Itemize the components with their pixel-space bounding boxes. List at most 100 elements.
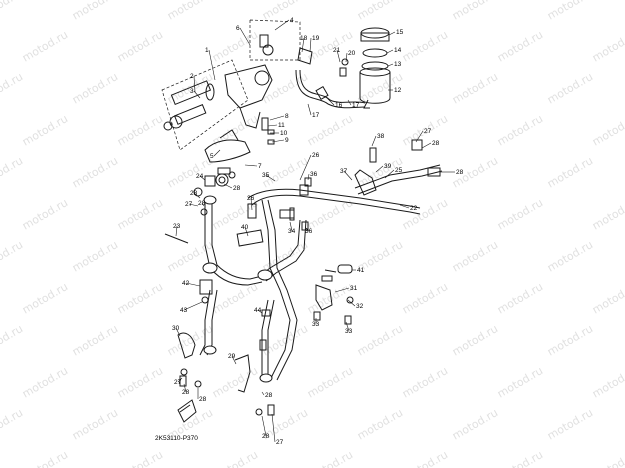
lever-nut <box>228 171 236 179</box>
leader-line <box>175 225 178 237</box>
leader-line <box>261 391 265 396</box>
bolt-43 <box>201 296 209 304</box>
leader-line <box>384 169 395 179</box>
brake-pipe-lower-a <box>261 299 269 380</box>
callout-label: 6 <box>236 25 240 32</box>
reservoir-washer <box>341 58 349 66</box>
watermark-text: motod.ru <box>400 364 450 400</box>
leader-line <box>223 183 233 189</box>
watermark-text: motod.ru <box>590 448 625 468</box>
watermark-text: motod.ru <box>115 112 165 148</box>
washer-28-left <box>194 380 202 388</box>
mount-bolt <box>261 117 269 131</box>
brake-pipe-mid-b <box>267 199 298 381</box>
leader-line <box>271 139 285 143</box>
bolt-33b <box>313 311 321 321</box>
leader-line <box>343 170 353 181</box>
leader-line <box>345 52 348 63</box>
leader-line <box>193 90 201 99</box>
lever-bolt <box>217 167 231 175</box>
three-way-joint <box>354 169 377 196</box>
leader-line <box>334 287 350 293</box>
washer-27-left <box>180 368 188 376</box>
watermark-text: motod.ru <box>495 364 545 400</box>
watermark-text: motod.ru <box>210 448 260 468</box>
watermark-text: motod.ru <box>115 196 165 232</box>
watermark-text: motod.ru <box>70 154 120 190</box>
reservoir-hose-outline <box>295 69 366 109</box>
hose-joint <box>297 47 313 65</box>
watermark-text: motod.ru <box>0 154 25 190</box>
leader-line <box>415 130 424 143</box>
mount-nut <box>267 139 275 145</box>
watermark-text: motod.ru <box>305 196 355 232</box>
hose-clamp <box>315 85 329 101</box>
reservoir-hose <box>299 69 366 104</box>
watermark-text: motod.ru <box>590 364 625 400</box>
leader-line <box>299 154 312 181</box>
leader-line <box>244 164 258 167</box>
clamp-42 <box>199 279 213 295</box>
brackets <box>164 147 377 423</box>
watermark-text: motod.ru <box>450 322 500 358</box>
leader-line <box>188 203 199 207</box>
callout-label: 29 <box>228 353 236 360</box>
bolt-41 <box>321 275 333 282</box>
callout-label: 28 <box>182 389 190 396</box>
callout-label: 18 <box>300 35 308 42</box>
leader-line <box>269 115 285 121</box>
leader-line <box>175 327 181 337</box>
callout-label: 32 <box>356 303 364 310</box>
watermark-text: motod.ru <box>545 322 595 358</box>
bolt-36 <box>304 177 312 187</box>
callout-label: 20 <box>348 50 356 57</box>
callout-label: 28 <box>265 392 273 399</box>
callout-label: 37 <box>340 168 348 175</box>
callout-label: 2 <box>190 73 194 80</box>
callout-label: 28 <box>199 396 207 403</box>
leader-line <box>213 149 221 157</box>
lever-pivot <box>219 129 239 141</box>
callout-label: 33 <box>345 328 353 335</box>
callout-label: 39 <box>384 163 392 170</box>
callout-label: 10 <box>280 130 288 137</box>
watermark-text: motod.ru <box>355 0 405 23</box>
leader-line <box>274 19 290 31</box>
watermark-text: motod.ru <box>450 238 500 274</box>
leader-line <box>347 299 356 307</box>
watermark-text: motod.ru <box>70 322 120 358</box>
leader-line <box>386 49 394 54</box>
watermark-text: motod.ru <box>70 238 120 274</box>
piston-body <box>170 80 212 106</box>
brake-hose-left-lower-a <box>199 289 211 356</box>
watermark-text: motod.ru <box>545 238 595 274</box>
leader-line <box>201 202 205 207</box>
brake-hose-left-b <box>211 200 263 280</box>
banjo-bolt-upper <box>215 173 229 187</box>
callout-label: 25 <box>395 167 403 174</box>
union-fitting <box>247 203 257 219</box>
leader-line <box>271 413 276 443</box>
watermark-text: motod.ru <box>0 238 25 274</box>
callout-label: 28 <box>262 433 270 440</box>
washer-28-low <box>255 408 263 416</box>
watermark-text: motod.ru <box>400 280 450 316</box>
leader-line <box>347 99 352 106</box>
leader-line <box>387 63 394 67</box>
callout-label: 13 <box>394 61 402 68</box>
watermark-text: motod.ru <box>495 196 545 232</box>
joint-lower-left <box>203 345 217 355</box>
reservoir-bolt <box>339 67 347 77</box>
kit-outline-dashed <box>161 59 249 151</box>
bolt-27-low <box>267 404 275 416</box>
callout-label: 4 <box>290 17 294 24</box>
brake-lines <box>199 164 443 381</box>
master-cylinder-mount <box>239 107 261 129</box>
master-cylinder-group <box>161 19 301 179</box>
brake-lever <box>204 139 251 163</box>
cap-washer <box>262 44 274 56</box>
clip-part <box>177 399 197 423</box>
joint-lower-right <box>259 373 273 383</box>
callout-label: 12 <box>394 87 402 94</box>
